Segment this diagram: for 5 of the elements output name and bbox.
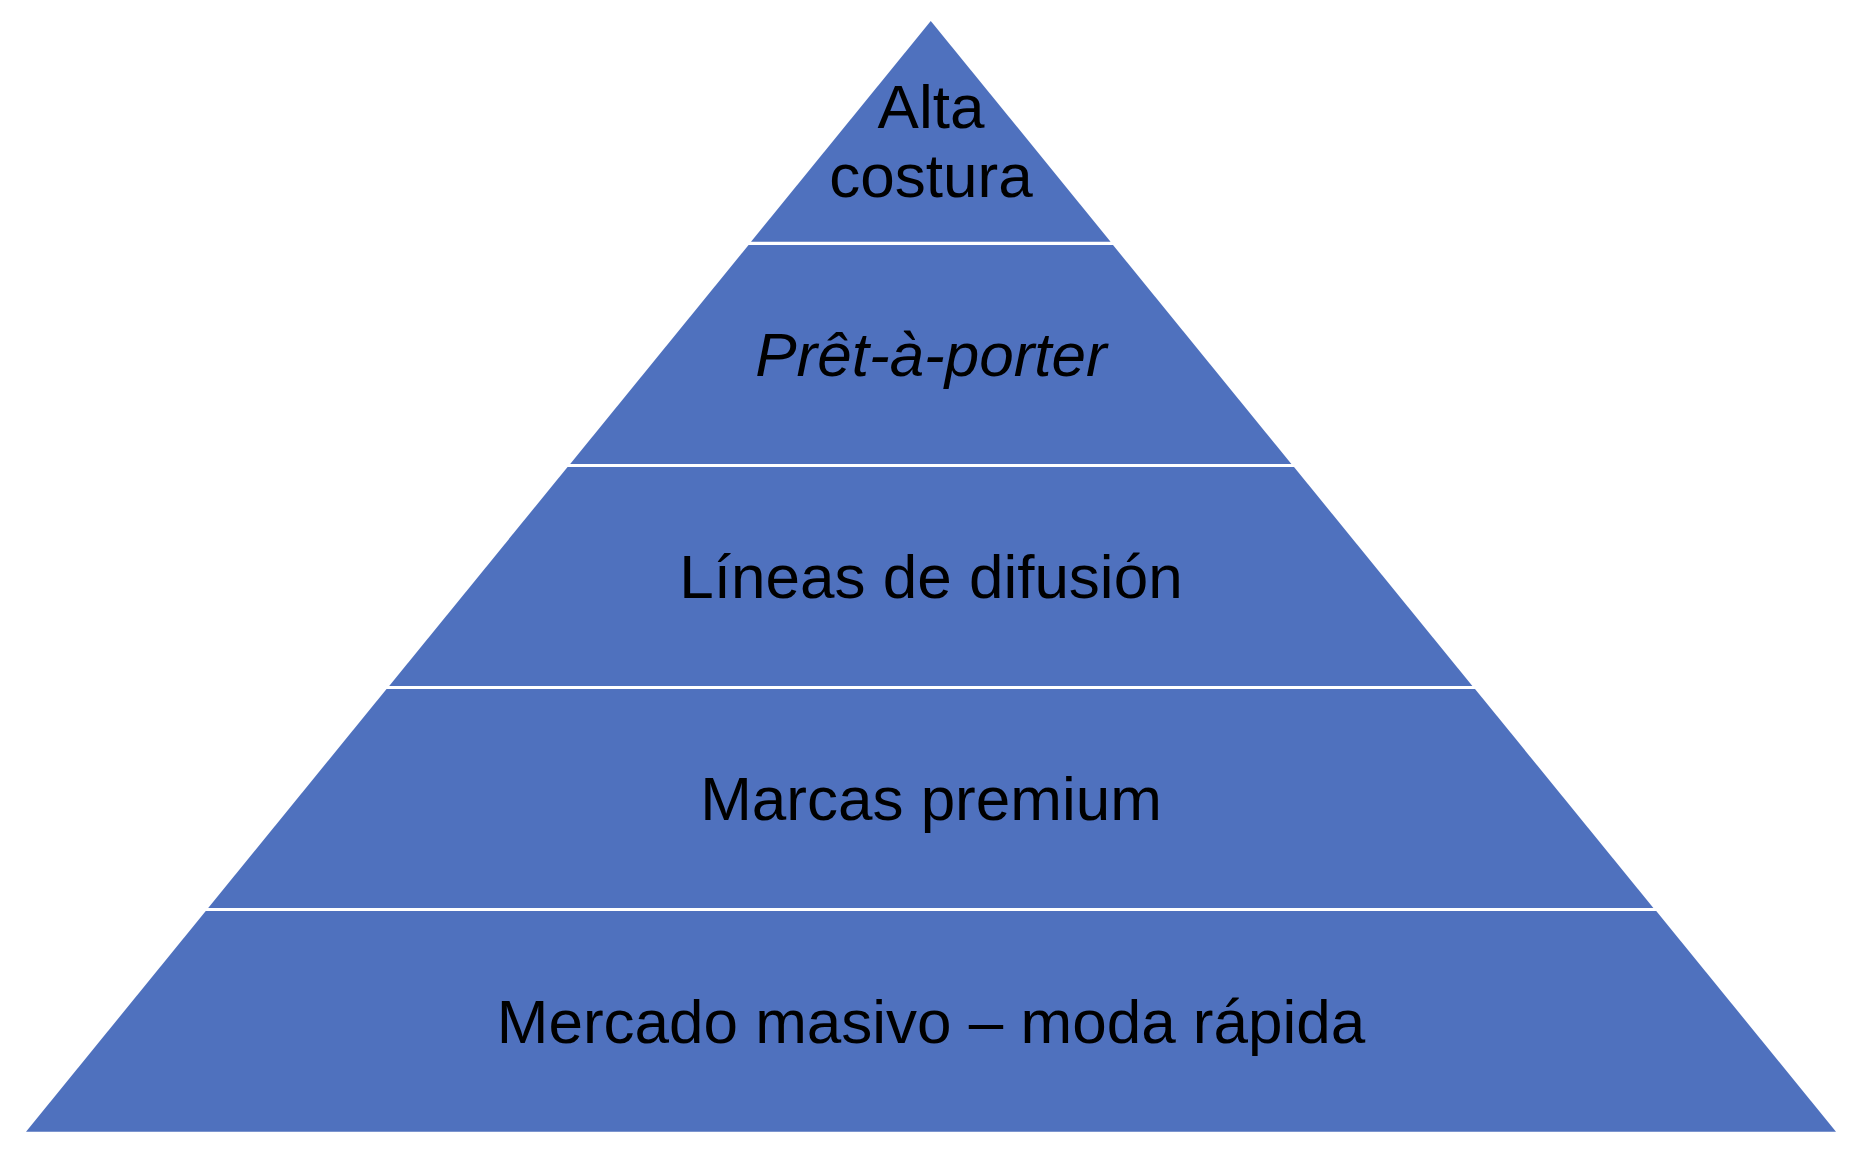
tier-label: Líneas de difusión <box>678 542 1184 612</box>
tier-label: Marcas premium <box>699 764 1163 834</box>
tier-label: Mercado masivo – moda rápida <box>495 987 1367 1057</box>
tier-label: Alta costura <box>828 71 1034 211</box>
tier-label: Prêt-à-porter <box>754 319 1110 390</box>
